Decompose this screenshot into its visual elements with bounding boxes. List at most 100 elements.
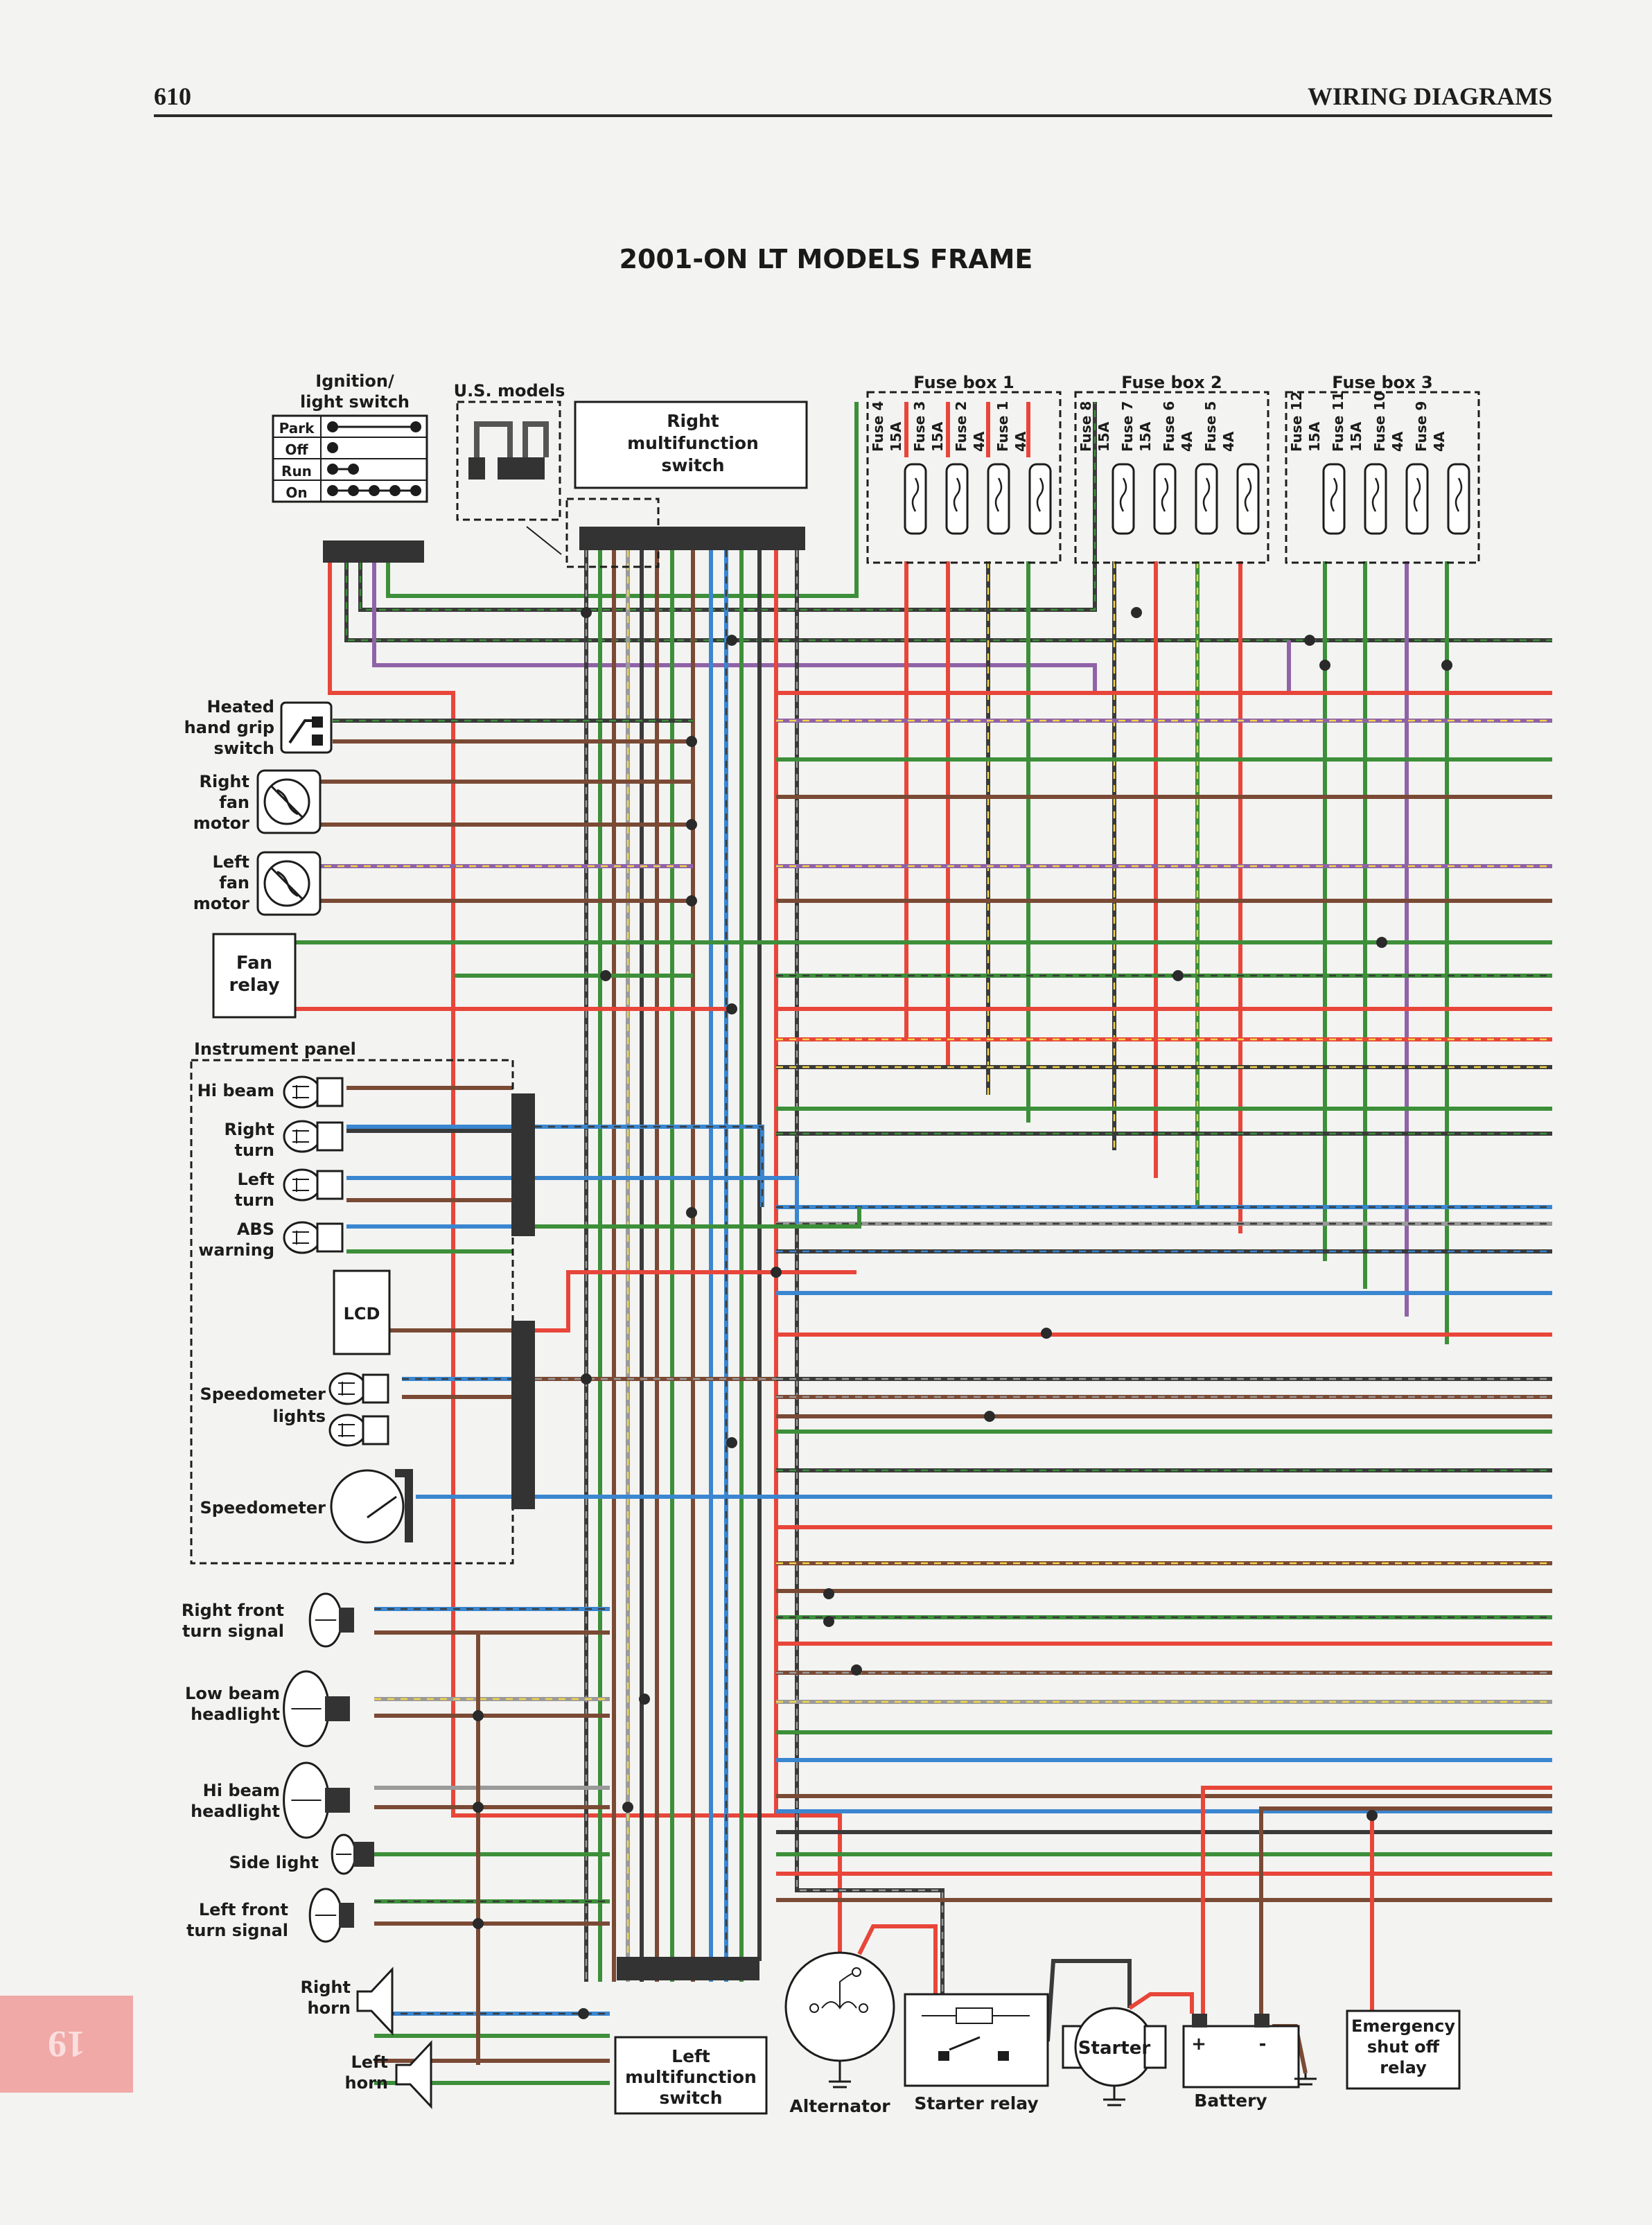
svg-text:headlight: headlight [191, 1802, 280, 1821]
header-rule [154, 114, 1552, 117]
fuse-icon [1322, 463, 1346, 535]
svg-text:Right: Right [667, 411, 719, 431]
red-wire [857, 1924, 938, 1994]
junction-dot [1131, 607, 1142, 618]
bulb-icon [283, 1168, 322, 1202]
svg-text:relay: relay [229, 975, 279, 996]
svg-text:Right: Right [225, 1120, 274, 1139]
fuse-rating: 15A [1348, 421, 1364, 452]
svg-text:Starter: Starter [1078, 2038, 1151, 2059]
green-wire [535, 1207, 861, 1229]
junction-dot [1367, 1810, 1378, 1821]
junction-dot [686, 819, 697, 830]
svg-text:Off: Off [285, 441, 308, 458]
fuse-label: Fuse 2 [953, 401, 969, 452]
fuse-label: Fuse 1 [994, 401, 1011, 452]
junction-dot [1041, 1328, 1052, 1339]
svg-text:+: + [1191, 2034, 1206, 2055]
svg-text:switch: switch [214, 739, 274, 758]
svg-text:fan: fan [219, 793, 249, 812]
svg-text:Right front: Right front [182, 1601, 284, 1620]
svg-text:motor: motor [193, 894, 249, 913]
junction-dot [639, 1694, 650, 1705]
fuse-rating: 4A [1431, 431, 1448, 452]
page-number: 610 [154, 82, 191, 110]
lamps-layer [283, 1592, 432, 2109]
chapter-tab: 19 [0, 1996, 133, 2093]
fuse-rating: 4A [1389, 431, 1406, 452]
svg-text:Hi beam: Hi beam [203, 1781, 280, 1800]
svg-text:relay: relay [1380, 2058, 1427, 2077]
bulb-icon [283, 1075, 322, 1109]
svg-text:multifunction: multifunction [627, 433, 759, 453]
junction-dot [851, 1664, 862, 1676]
wire-layer [295, 402, 1552, 2085]
svg-text:-: - [1259, 2034, 1267, 2055]
svg-text:Speedometer: Speedometer [200, 1498, 326, 1518]
brown-wire [1259, 1806, 1552, 2014]
fuse-rating: 15A [1306, 421, 1323, 452]
right-multifunction-switch: Right multifunction switch [574, 401, 808, 550]
svg-text:turn: turn [235, 1141, 274, 1160]
svg-text:Side light: Side light [229, 1853, 319, 1872]
junction-dot [686, 895, 697, 906]
junction-dot [1376, 937, 1387, 948]
svg-text:Alternator: Alternator [789, 2096, 890, 2116]
bulbs-layer [283, 1075, 389, 1447]
fuse-rating: 4A [971, 431, 987, 452]
tracer-stripe [796, 550, 944, 1994]
svg-text:ABS: ABS [237, 1220, 274, 1239]
svg-text:Speedometer: Speedometer [200, 1384, 326, 1404]
junction-dot [823, 1588, 834, 1599]
red-wire [328, 563, 842, 1953]
junction-dot [726, 635, 737, 646]
fuse-icon [1447, 463, 1470, 535]
svg-text:turn: turn [235, 1190, 274, 1210]
fuse-label: Fuse 7 [1119, 401, 1136, 452]
front-lighting: Right front turn signal Low beam headlig… [182, 1601, 388, 2093]
junction-dots [473, 607, 1452, 2019]
svg-text:Low beam: Low beam [185, 1684, 280, 1703]
fuse-box-title: Fuse box 3 [1332, 373, 1432, 392]
starter-relay: Starter relay [904, 1993, 1049, 2113]
fuse-rating: 4A [1220, 431, 1237, 452]
fan-relay: Fan relay [212, 933, 297, 1019]
svg-text:shut off: shut off [1367, 2037, 1440, 2057]
junction-dot [1319, 660, 1330, 671]
purple-wire [372, 563, 1291, 695]
svg-text:light switch: light switch [300, 392, 410, 412]
alternator: Alternator [784, 1951, 895, 2116]
svg-text:Run: Run [281, 463, 312, 480]
svg-text:switch: switch [659, 2088, 722, 2108]
svg-text:fan: fan [219, 873, 249, 892]
svg-text:hand grip: hand grip [184, 718, 274, 737]
ignition-switch: Ignition/ light switch Park Off Run On [272, 371, 428, 563]
svg-text:Fan: Fan [236, 953, 272, 974]
fuse-icon [1111, 463, 1135, 535]
fuse-icon [945, 463, 969, 535]
svg-text:Left front: Left front [199, 1900, 288, 1919]
horn-icon [395, 2040, 432, 2109]
fuse-rating: 15A [1096, 421, 1112, 452]
junction-dot [473, 1802, 484, 1813]
black-wire [1046, 1959, 1132, 2042]
right-fan-motor: Right fan motor [193, 769, 322, 834]
svg-text:switch: switch [661, 455, 724, 475]
battery: + - Battery [1182, 2014, 1317, 2111]
fuse-box-title: Fuse box 2 [1121, 373, 1222, 392]
left-multifunction-switch: Left multifunction switch [614, 1957, 768, 2115]
junction-dot [578, 2008, 589, 2019]
fuse-label: Fuse 5 [1202, 401, 1219, 452]
svg-text:Left: Left [671, 2046, 710, 2066]
svg-text:Instrument panel: Instrument panel [194, 1039, 356, 1059]
starter-motor: Starter [1062, 2007, 1167, 2107]
svg-text:Heated: Heated [207, 697, 275, 716]
fuse-icon [1153, 463, 1177, 535]
svg-text:horn: horn [308, 1998, 351, 2018]
svg-text:motor: motor [193, 814, 249, 833]
